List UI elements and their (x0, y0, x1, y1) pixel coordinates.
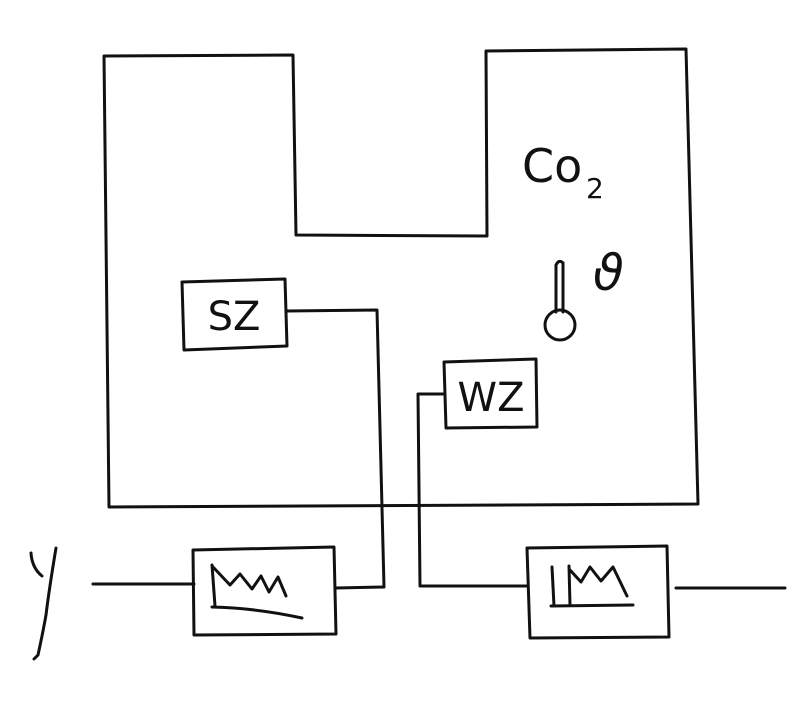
sz-sensor-box: SZ (180, 277, 289, 352)
co2-label: Co 2 (522, 139, 604, 205)
temperature-symbol: ϑ (593, 244, 624, 302)
left-controller-box (191, 545, 338, 637)
building-outline (102, 47, 700, 509)
input-variable (29, 546, 58, 661)
wz-sensor-box: WZ (442, 357, 539, 430)
zigzag-characteristic-icon (210, 563, 304, 620)
sz-label: SZ (208, 294, 261, 340)
wz-label: WZ (458, 375, 525, 421)
sz-connection-line (285, 308, 386, 590)
thermometer-icon (543, 259, 577, 342)
co2-subscript: 2 (586, 172, 604, 205)
right-controller-box (525, 544, 671, 640)
wz-connection-line (416, 392, 530, 588)
step-characteristic-icon (549, 564, 635, 608)
co2-text: Co (522, 139, 582, 193)
